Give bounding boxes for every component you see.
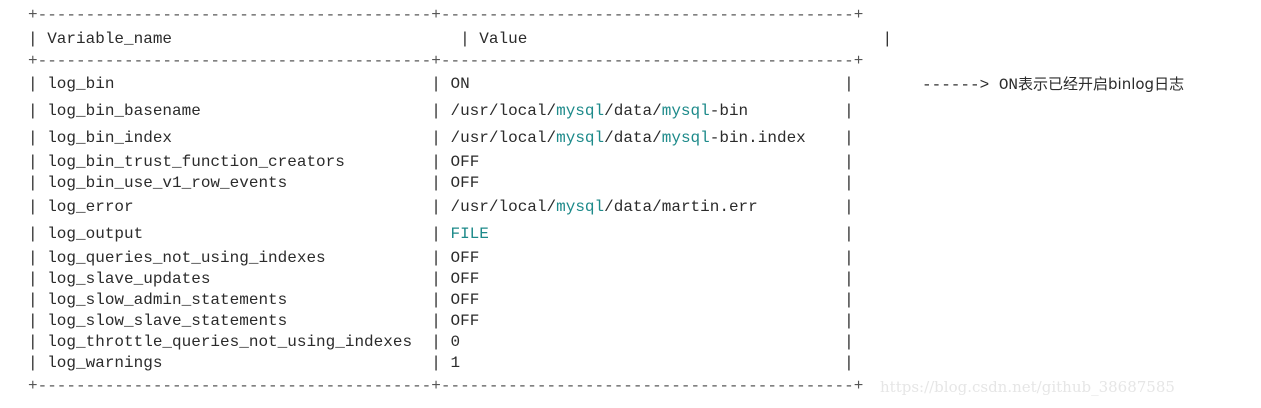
variable-name-cell: log_bin_basename bbox=[47, 102, 201, 120]
variable-name-cell: log_bin_trust_function_creators bbox=[47, 153, 345, 171]
header-variable-name: Variable_name bbox=[47, 30, 173, 48]
watermark: https://blog.csdn.net/github_38687585 bbox=[880, 378, 1175, 396]
value-segment: OFF bbox=[450, 249, 480, 267]
value-segment: mysql bbox=[661, 129, 710, 147]
variable-name-cell: log_slow_admin_statements bbox=[47, 291, 288, 309]
value-segment: /usr/local/ bbox=[450, 102, 557, 120]
value-cell: 1 bbox=[450, 354, 460, 372]
value-segment: /data/martin.err bbox=[604, 198, 758, 216]
table-row: | log_slave_updates | OFF | bbox=[28, 270, 854, 288]
variable-name-cell: log_bin_index bbox=[47, 129, 173, 147]
table-row: | log_bin_trust_function_creators | OFF … bbox=[28, 153, 854, 171]
annotation-text: 表示已经开启binlog日志 bbox=[1018, 75, 1185, 93]
value-segment: OFF bbox=[450, 174, 480, 192]
value-segment: OFF bbox=[450, 291, 480, 309]
value-segment: mysql bbox=[661, 102, 710, 120]
value-segment: /data/ bbox=[604, 102, 662, 120]
value-cell: OFF bbox=[450, 174, 479, 192]
value-segment: /data/ bbox=[604, 129, 662, 147]
variable-name-cell: log_queries_not_using_indexes bbox=[47, 249, 326, 267]
value-segment: 1 bbox=[450, 354, 461, 372]
value-cell: OFF bbox=[450, 153, 479, 171]
table-row: | log_bin_use_v1_row_events | OFF | bbox=[28, 174, 854, 192]
value-segment: -bin.index bbox=[709, 129, 806, 147]
table-row: | log_bin_basename | /usr/local/mysql/da… bbox=[28, 102, 854, 120]
value-segment: mysql bbox=[556, 198, 605, 216]
value-segment: mysql bbox=[556, 129, 605, 147]
annotation-arrow: ------> ON bbox=[922, 76, 1019, 94]
table-row: | log_output | FILE | bbox=[28, 225, 854, 243]
value-segment: OFF bbox=[450, 270, 480, 288]
table-border-bottom: +---------------------------------------… bbox=[28, 377, 864, 395]
table-row: | log_warnings | 1 | bbox=[28, 354, 854, 372]
table-row: | log_slow_admin_statements | OFF | bbox=[28, 291, 854, 309]
value-segment: /usr/local/ bbox=[450, 198, 557, 216]
table-row: | log_queries_not_using_indexes | OFF | bbox=[28, 249, 854, 267]
header-value: Value bbox=[479, 30, 528, 48]
table-row: | log_bin_index | /usr/local/mysql/data/… bbox=[28, 129, 854, 147]
value-segment: /usr/local/ bbox=[450, 129, 557, 147]
variable-name-cell: log_bin_use_v1_row_events bbox=[47, 174, 288, 192]
value-cell: OFF bbox=[450, 270, 479, 288]
value-cell: 0 bbox=[450, 333, 460, 351]
value-cell: OFF bbox=[450, 312, 479, 330]
table-row: | log_error | /usr/local/mysql/data/mart… bbox=[28, 198, 854, 216]
variable-name-cell: log_throttle_queries_not_using_indexes bbox=[47, 333, 413, 351]
value-segment: FILE bbox=[450, 225, 489, 243]
table-header-row: | Variable_name | Value | bbox=[28, 30, 893, 48]
variable-name-cell: log_slave_updates bbox=[47, 270, 211, 288]
table-row: | log_throttle_queries_not_using_indexes… bbox=[28, 333, 854, 351]
table-border-top: +---------------------------------------… bbox=[28, 6, 864, 24]
value-cell: /usr/local/mysql/data/mysql-bin.index bbox=[450, 129, 805, 147]
value-segment: -bin bbox=[709, 102, 749, 120]
variable-name-cell: log_warnings bbox=[47, 354, 163, 372]
variable-name-cell: log_bin bbox=[47, 75, 115, 93]
binlog-annotation: ------> ON表示已经开启binlog日志 bbox=[922, 73, 1184, 94]
value-segment: ON bbox=[450, 75, 470, 93]
value-segment: 0 bbox=[450, 333, 461, 351]
value-cell: /usr/local/mysql/data/martin.err bbox=[450, 198, 757, 216]
value-segment: OFF bbox=[450, 312, 480, 330]
value-segment: mysql bbox=[556, 102, 605, 120]
variable-name-cell: log_slow_slave_statements bbox=[47, 312, 288, 330]
table-border-header: +---------------------------------------… bbox=[28, 52, 864, 70]
variable-name-cell: log_output bbox=[47, 225, 144, 243]
value-segment: OFF bbox=[450, 153, 480, 171]
value-cell: OFF bbox=[450, 249, 479, 267]
table-row: | log_bin | ON | bbox=[28, 75, 854, 93]
value-cell: OFF bbox=[450, 291, 479, 309]
value-cell: /usr/local/mysql/data/mysql-bin bbox=[450, 102, 748, 120]
table-row: | log_slow_slave_statements | OFF | bbox=[28, 312, 854, 330]
variable-name-cell: log_error bbox=[47, 198, 134, 216]
value-cell: ON bbox=[450, 75, 469, 93]
value-cell: FILE bbox=[450, 225, 488, 243]
